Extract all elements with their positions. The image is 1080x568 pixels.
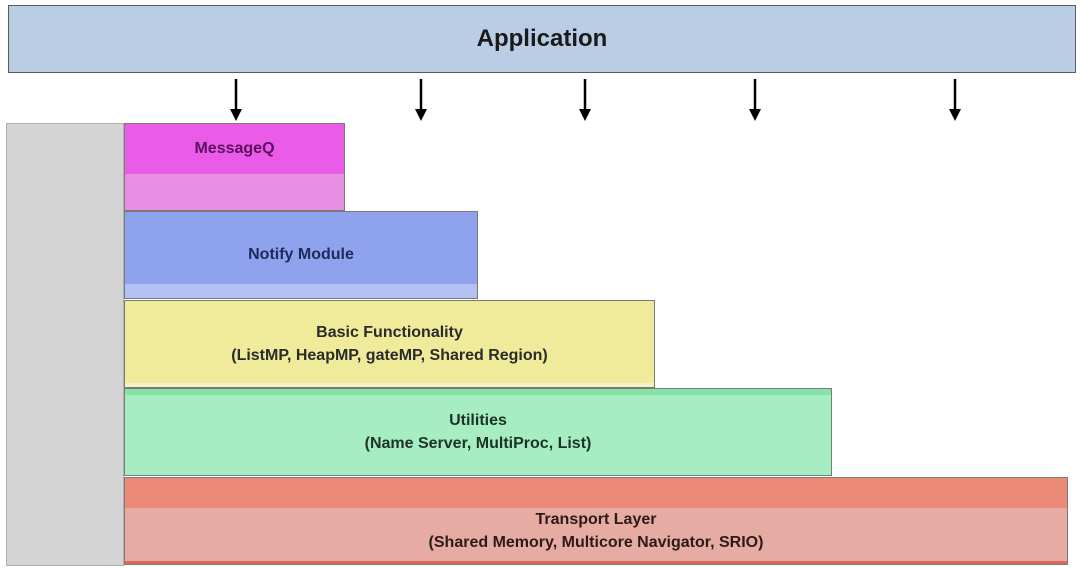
- application-bar: Application: [8, 5, 1076, 73]
- side-bar: [6, 123, 124, 566]
- basic-functionality-layer: Basic Functionality (ListMP, HeapMP, gat…: [124, 300, 655, 388]
- basic-functionality-title: Basic Functionality: [316, 324, 463, 341]
- notify-module-label: Notify Module: [248, 245, 354, 263]
- messageq-label: MessageQ: [194, 139, 275, 157]
- down-arrow-icon: [230, 79, 242, 121]
- utilities-title: Utilities: [449, 412, 507, 429]
- utilities-layer: Utilities (Name Server, MultiProc, List): [124, 388, 832, 476]
- messageq-layer: MessageQ: [124, 123, 345, 211]
- basic-functionality-detail: (ListMP, HeapMP, gateMP, Shared Region): [231, 347, 548, 364]
- utilities-detail: (Name Server, MultiProc, List): [364, 435, 592, 452]
- down-arrow-icon: [749, 79, 761, 121]
- transport-layer: Transport Layer (Shared Memory, Multicor…: [124, 477, 1068, 565]
- down-arrow-icon: [949, 79, 961, 121]
- transport-layer-detail: (Shared Memory, Multicore Navigator, SRI…: [428, 534, 764, 551]
- application-title: Application: [476, 25, 608, 52]
- notify-module-layer: Notify Module: [124, 211, 478, 299]
- down-arrow-icon: [579, 79, 591, 121]
- down-arrow-icon: [415, 79, 427, 121]
- transport-layer-title: Transport Layer: [535, 511, 657, 528]
